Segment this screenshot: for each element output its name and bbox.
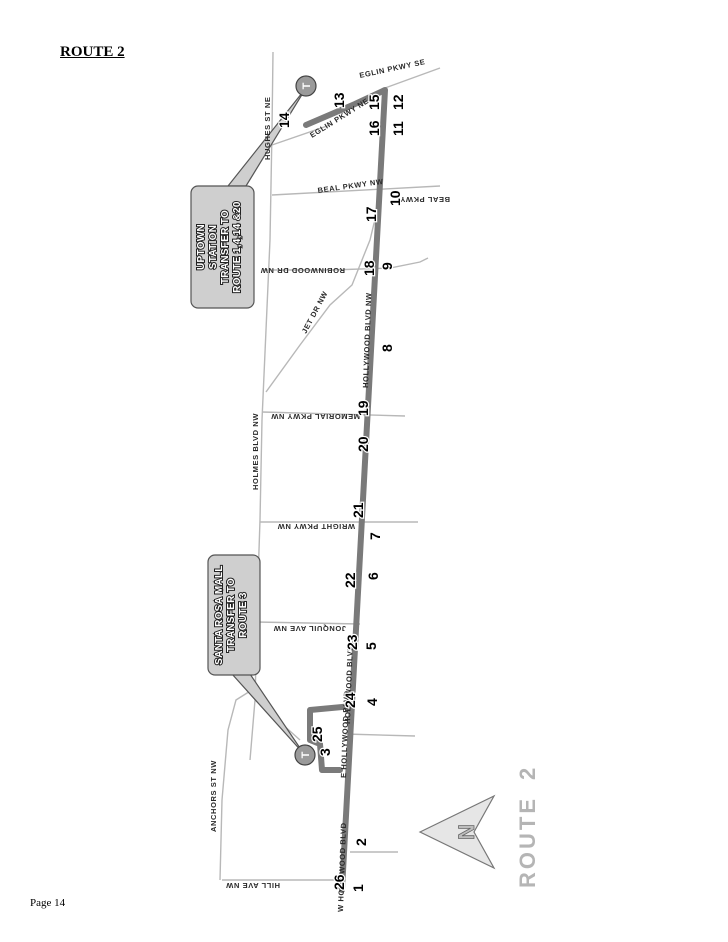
mall-callout-pointer bbox=[230, 673, 305, 755]
stop-15: 15 bbox=[366, 94, 382, 110]
transfer-letter: T bbox=[301, 82, 313, 89]
uptown-callout-line-1: UPTOWN bbox=[196, 224, 207, 270]
page-number: Page 14 bbox=[30, 897, 66, 909]
uptown-callout-line-4: ROUTE 1,4,14 &20 bbox=[232, 201, 243, 293]
street-label-hill-ave: HILL AVE NW bbox=[225, 881, 280, 890]
street-label-hollywood-blvd-nw: HOLLYWOOD BLVD NW bbox=[361, 292, 373, 388]
route-title-word: ROUTE bbox=[515, 796, 540, 888]
stop-19: 19 bbox=[355, 400, 371, 416]
stop-16: 16 bbox=[366, 120, 382, 136]
hughes-st-line bbox=[271, 124, 331, 146]
stop-12: 12 bbox=[390, 94, 406, 110]
uptown-callout-line-2: STATION bbox=[208, 225, 219, 270]
stop-2: 2 bbox=[353, 838, 369, 846]
stop-10: 10 bbox=[387, 190, 403, 206]
memorial-pkwy-line bbox=[261, 411, 406, 417]
street-label-beal-pkwy: BEAL PKWY NW bbox=[317, 177, 384, 195]
street-label-anchors-st: ANCHORS ST NW bbox=[209, 760, 218, 832]
street-label-robinwood-dr: ROBINWOOD DR NW bbox=[260, 266, 345, 275]
stop-22: 22 bbox=[342, 572, 358, 588]
street-label-hollywood-blvd: HOLLYWOOD BLVD bbox=[343, 645, 355, 725]
transfer-marker-mall: T bbox=[294, 744, 316, 766]
north-arrow-icon bbox=[418, 794, 496, 870]
mall-callout-box bbox=[207, 554, 261, 676]
jonquil-ave-line bbox=[255, 621, 361, 625]
stop-8: 8 bbox=[379, 344, 395, 352]
stop-11: 11 bbox=[390, 121, 406, 136]
mall-callout-line-3: ROUTE 3 bbox=[238, 592, 249, 638]
stop-24: 24 bbox=[342, 692, 358, 708]
stop-9: 9 bbox=[379, 262, 395, 270]
stop-26: 26 bbox=[331, 874, 347, 890]
stop-20: 20 bbox=[355, 436, 371, 452]
street-label-hughes-st: HUGHES ST NE bbox=[263, 97, 272, 160]
anchors-st-line bbox=[219, 687, 256, 881]
street-label-w-hollywood-blvd: W HOLLYWOOD BLVD bbox=[336, 822, 348, 912]
stop-17: 17 bbox=[363, 206, 379, 222]
eglin-pkwy-se-line bbox=[384, 67, 441, 89]
stop-4: 4 bbox=[364, 698, 380, 706]
e-hollywood-blvd-line bbox=[344, 733, 416, 737]
street-label-jonquil-ave: JONQUIL AVE NW bbox=[273, 624, 346, 633]
stop-13: 13 bbox=[331, 92, 347, 108]
uptown-callout-line-3: TRANSFER TO bbox=[220, 210, 231, 284]
street-label-memorial-pkwy: MEMORIAL PKWY NW bbox=[270, 412, 360, 421]
street-label-e-hollywood-blvd: E HOLLYWOOD BLVD bbox=[339, 690, 351, 778]
north-arrow-label: N bbox=[454, 824, 479, 840]
mall-callout-line-2: TRANSFER TO bbox=[226, 578, 237, 652]
uptown-station-callout: UPTOWN STATION TRANSFER TO ROUTE 1,4,14 … bbox=[190, 87, 307, 309]
stop-14: 14 bbox=[276, 112, 292, 128]
santa-rosa-mall-callout: SANTA ROSA MALL TRANSFER TO ROUTE 3 bbox=[207, 554, 305, 755]
stop-1: 1 bbox=[350, 884, 366, 892]
stop-18: 18 bbox=[361, 260, 377, 276]
stop-markers: 1 2 3 4 5 6 7 8 9 10 11 12 13 14 15 16 1… bbox=[275, 91, 407, 893]
stop-25: 25 bbox=[309, 726, 325, 742]
stop-7: 7 bbox=[367, 532, 383, 540]
north-arrow: N bbox=[418, 794, 496, 870]
street-label-wright-pkwy: WRIGHT PKWY NW bbox=[277, 522, 355, 531]
beal-pkwy-line bbox=[271, 185, 441, 196]
transfer-letter: T bbox=[300, 751, 312, 758]
street-label-beal-pkwy-east: BEAL PKWY bbox=[400, 195, 450, 204]
stop-21: 21 bbox=[350, 502, 366, 518]
route-title-number: 2 bbox=[515, 765, 540, 780]
stop-23: 23 bbox=[344, 634, 360, 650]
transfer-marker-uptown: T bbox=[295, 75, 317, 97]
stop-6: 6 bbox=[365, 572, 381, 580]
route-2-mall-loop bbox=[307, 703, 356, 773]
mall-callout-line-1: SANTA ROSA MALL bbox=[214, 565, 225, 665]
route-2-path bbox=[303, 87, 388, 893]
route-title-vertical: ROUTE 2 bbox=[515, 765, 540, 888]
street-label-holmes-blvd: HOLMES BLVD NW bbox=[251, 413, 260, 490]
stop-3: 3 bbox=[317, 748, 333, 756]
stop-5: 5 bbox=[363, 642, 379, 650]
jet-dr-line bbox=[265, 214, 377, 393]
page-title: ROUTE 2 bbox=[60, 44, 125, 60]
uptown-callout-box bbox=[190, 185, 255, 309]
robinwood-dr-line bbox=[264, 257, 429, 271]
